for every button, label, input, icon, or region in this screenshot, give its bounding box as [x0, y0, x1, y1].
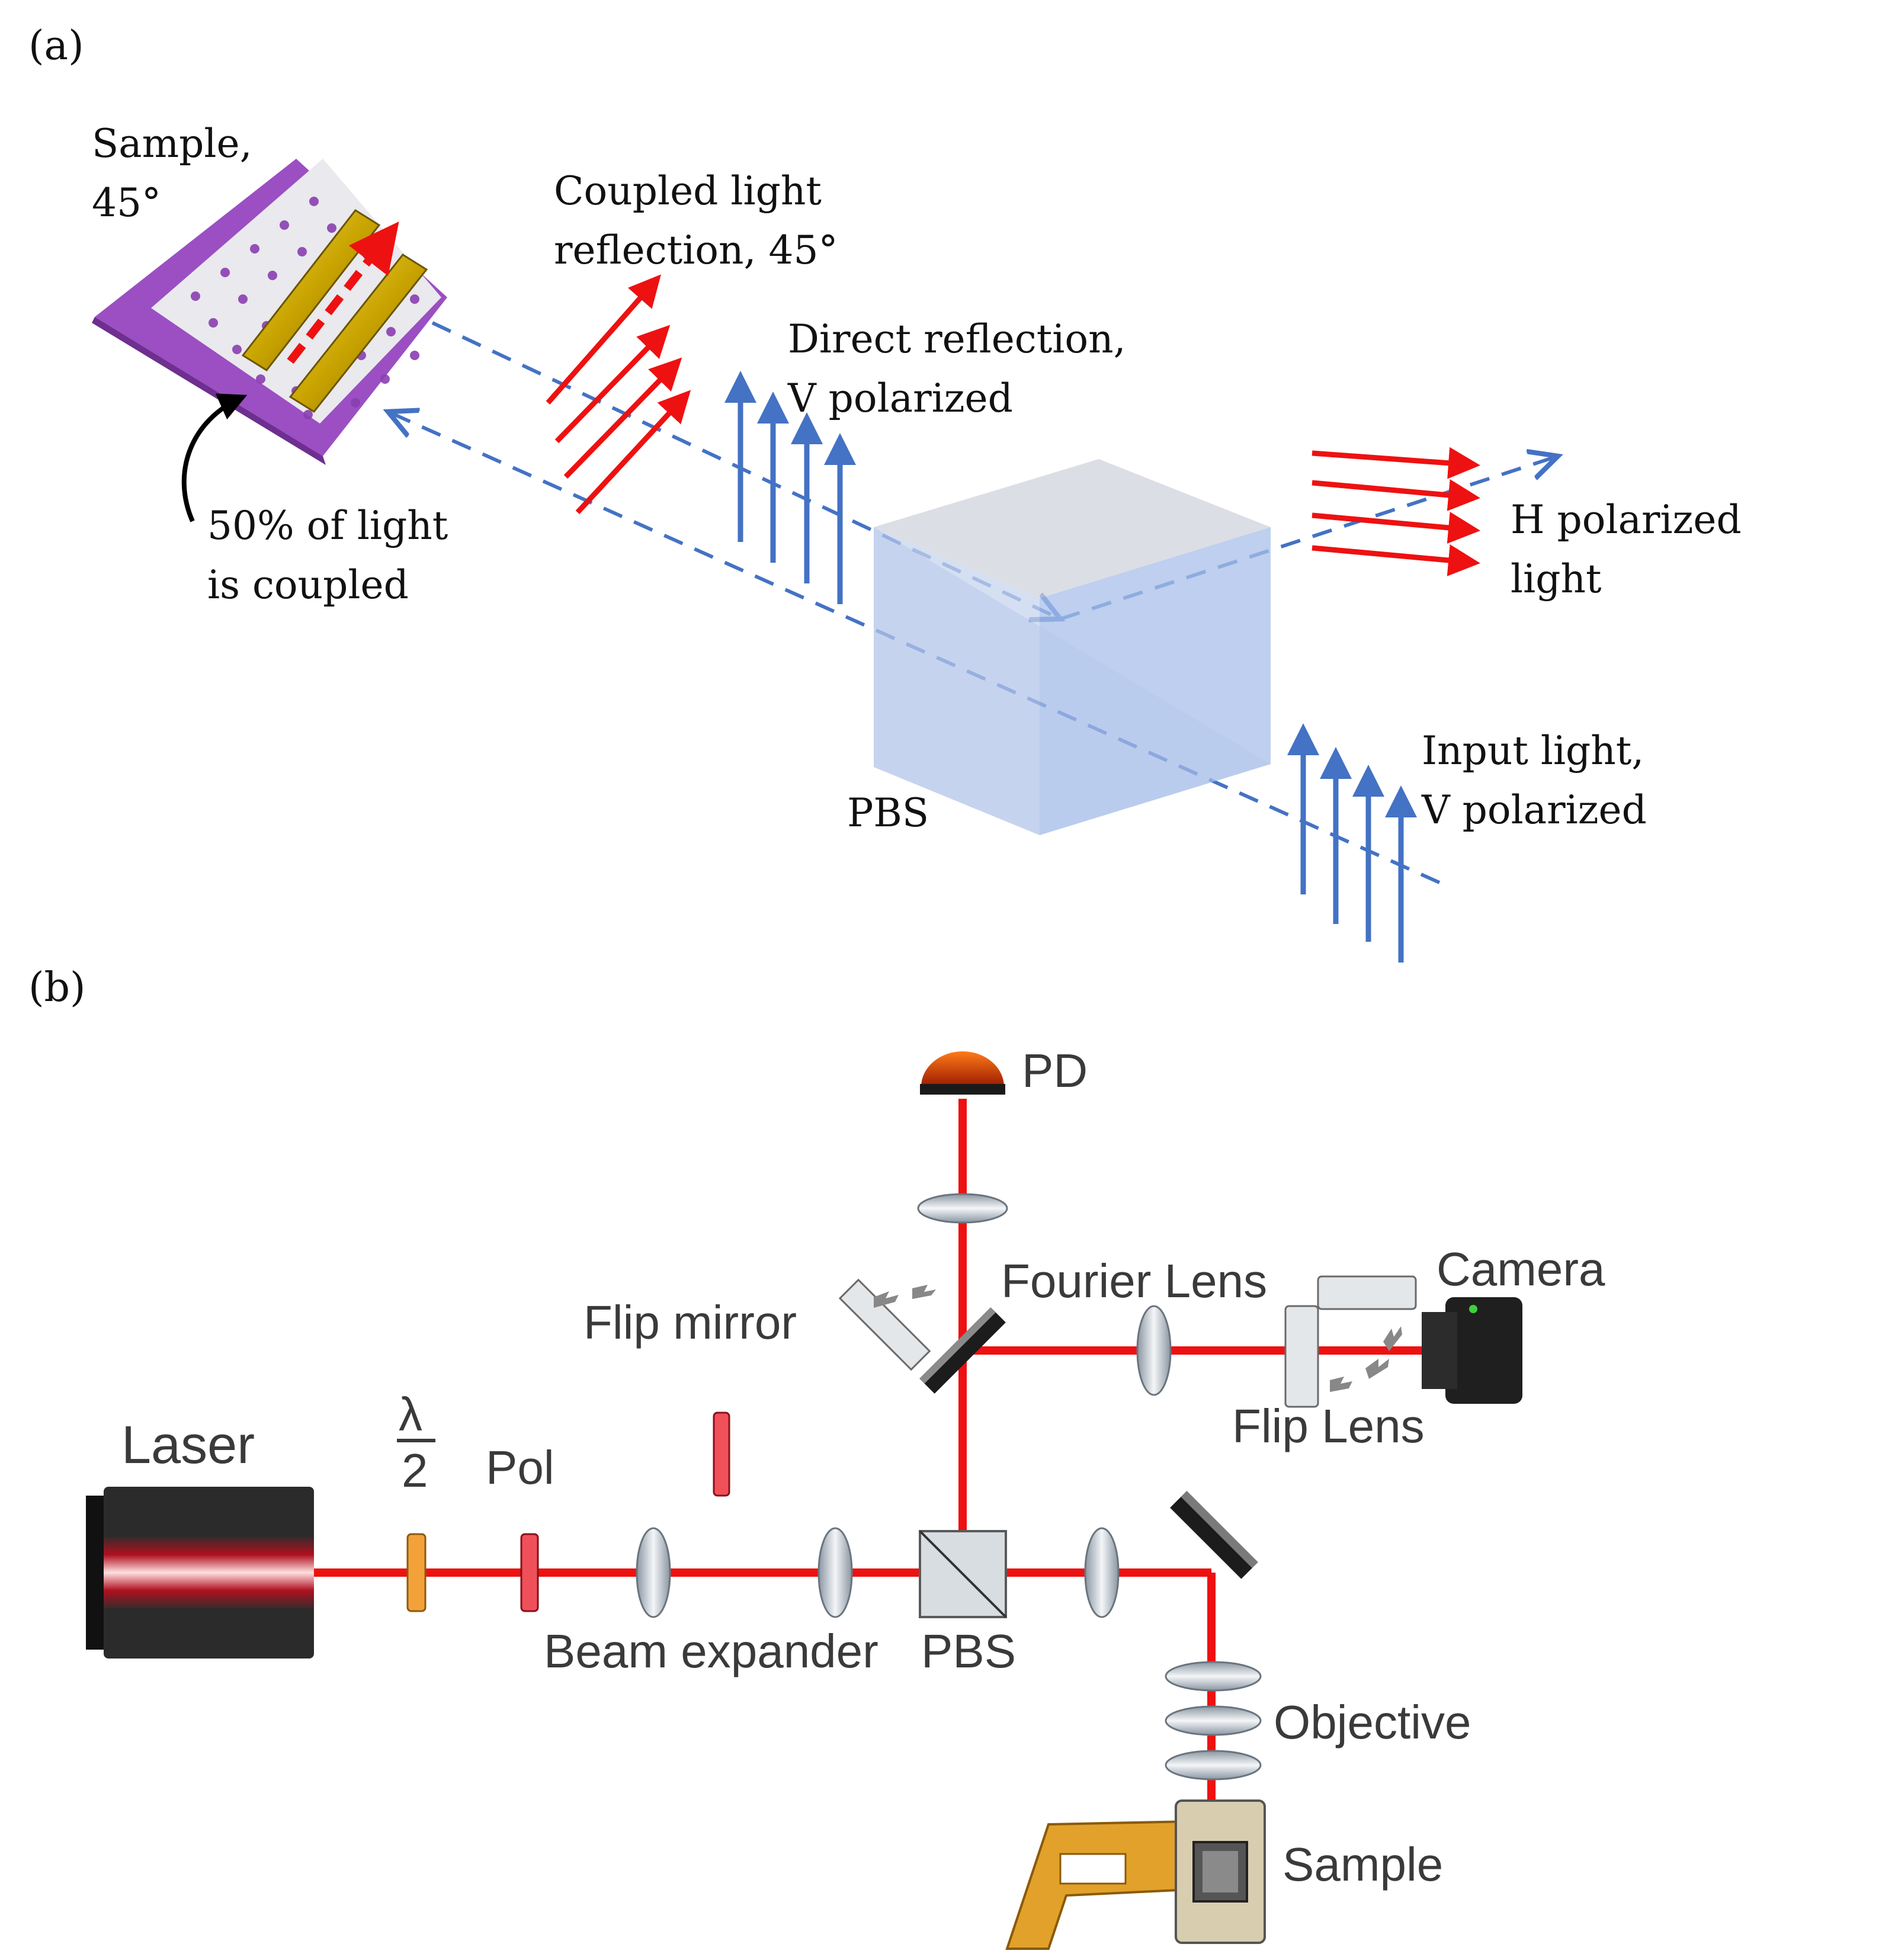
direct-reflection-label: Direct reflection, V polarized [787, 316, 1139, 421]
pbs-cube-diagonal [874, 527, 1271, 835]
objective-lens-2 [1165, 1705, 1262, 1736]
polarizer-label: Pol [486, 1441, 554, 1494]
camera-body [1445, 1297, 1522, 1404]
camera [1422, 1297, 1522, 1404]
pbs-cube-split [919, 1530, 1007, 1618]
coupling-pointer-arrow [181, 393, 248, 522]
objective-lens-1 [1165, 1661, 1262, 1692]
flip-lens-down [1284, 1305, 1319, 1408]
turning-mirror [1170, 1491, 1258, 1579]
h-polarized-label: H polarized light [1511, 497, 1754, 602]
flip-mirror-label: Flip mirror [583, 1296, 797, 1349]
flex-cable-window [1059, 1853, 1127, 1885]
laser-beam [314, 1099, 1422, 1842]
objective-label: Objective [1274, 1696, 1471, 1749]
sample-substrate-edge [92, 317, 326, 465]
pbs-cube-top [874, 459, 1271, 598]
polarizer [520, 1533, 539, 1612]
laser-label: Laser [121, 1416, 255, 1475]
camera-lens-mount [1422, 1312, 1457, 1389]
pbs-label: PBS [847, 790, 929, 836]
flip-mirror [838, 1278, 931, 1371]
floating-filter [713, 1412, 730, 1497]
pd-focus-lens [917, 1193, 1008, 1224]
direct-reflection-arrows [724, 371, 856, 604]
junction-beamsplitter [919, 1307, 1006, 1394]
sample-holder [1005, 1799, 1266, 1950]
sample-label: Sample, 45° [92, 121, 265, 226]
pbs-label-b: PBS [921, 1625, 1016, 1677]
photodiode [920, 1051, 1005, 1095]
coupled-label: Coupled light reflection, 45° [554, 168, 838, 273]
beam-expander-lens-1 [636, 1527, 671, 1618]
coupled-reflection-arrows [546, 274, 691, 515]
relay-lens [1084, 1527, 1120, 1618]
panel-b: (b) Laser λ 2 Pol Beam expand [28, 964, 1605, 1950]
pbs-cube-front [874, 527, 1040, 835]
photodiode-dome [921, 1051, 1004, 1087]
flip-lens-label: Flip Lens [1232, 1400, 1425, 1452]
gold-bar-2 [288, 254, 428, 413]
h-polarized-arrows [1312, 447, 1480, 576]
panel-b-label: (b) [28, 964, 86, 1011]
objective [1165, 1661, 1262, 1781]
laser-device [86, 1487, 314, 1659]
sample-label-b: Sample [1282, 1838, 1443, 1891]
pbs-cube [874, 459, 1271, 835]
photodiode-base [920, 1084, 1005, 1095]
pbs-cube-b [919, 1530, 1007, 1618]
half-wave-numerator: λ [399, 1388, 422, 1441]
pd-label: PD [1022, 1044, 1088, 1097]
camera-status-led [1469, 1305, 1477, 1313]
beam-expander-label: Beam expander [544, 1625, 878, 1677]
chip-die-center [1203, 1851, 1238, 1892]
half-wave-plate [406, 1533, 427, 1612]
panel-a: (a) PBS [28, 23, 1754, 963]
coupling-fraction-label: 50% of light is coupled [207, 503, 460, 608]
laser-aperture [104, 1537, 314, 1608]
fourier-lens-label: Fourier Lens [1001, 1255, 1267, 1307]
flex-cable [1005, 1820, 1192, 1950]
fourier-lens [1136, 1305, 1172, 1396]
objective-lens-3 [1165, 1750, 1262, 1781]
flip-lens-up [1317, 1275, 1417, 1310]
half-wave-label: λ 2 [397, 1388, 435, 1497]
flip-lens-arrows [1330, 1326, 1402, 1392]
camera-label: Camera [1437, 1243, 1605, 1295]
beam-expander-lens-2 [817, 1527, 853, 1618]
panel-a-label: (a) [28, 23, 84, 69]
pbs-cube-side [1040, 527, 1271, 835]
coupled-mode-arrow [287, 221, 399, 364]
flip-mirror-arrows [874, 1285, 936, 1308]
sample-block [92, 159, 447, 465]
input-light-arrows [1287, 723, 1417, 963]
half-wave-denominator: 2 [402, 1444, 428, 1497]
input-light-label: Input light, V polarized [1421, 728, 1656, 833]
